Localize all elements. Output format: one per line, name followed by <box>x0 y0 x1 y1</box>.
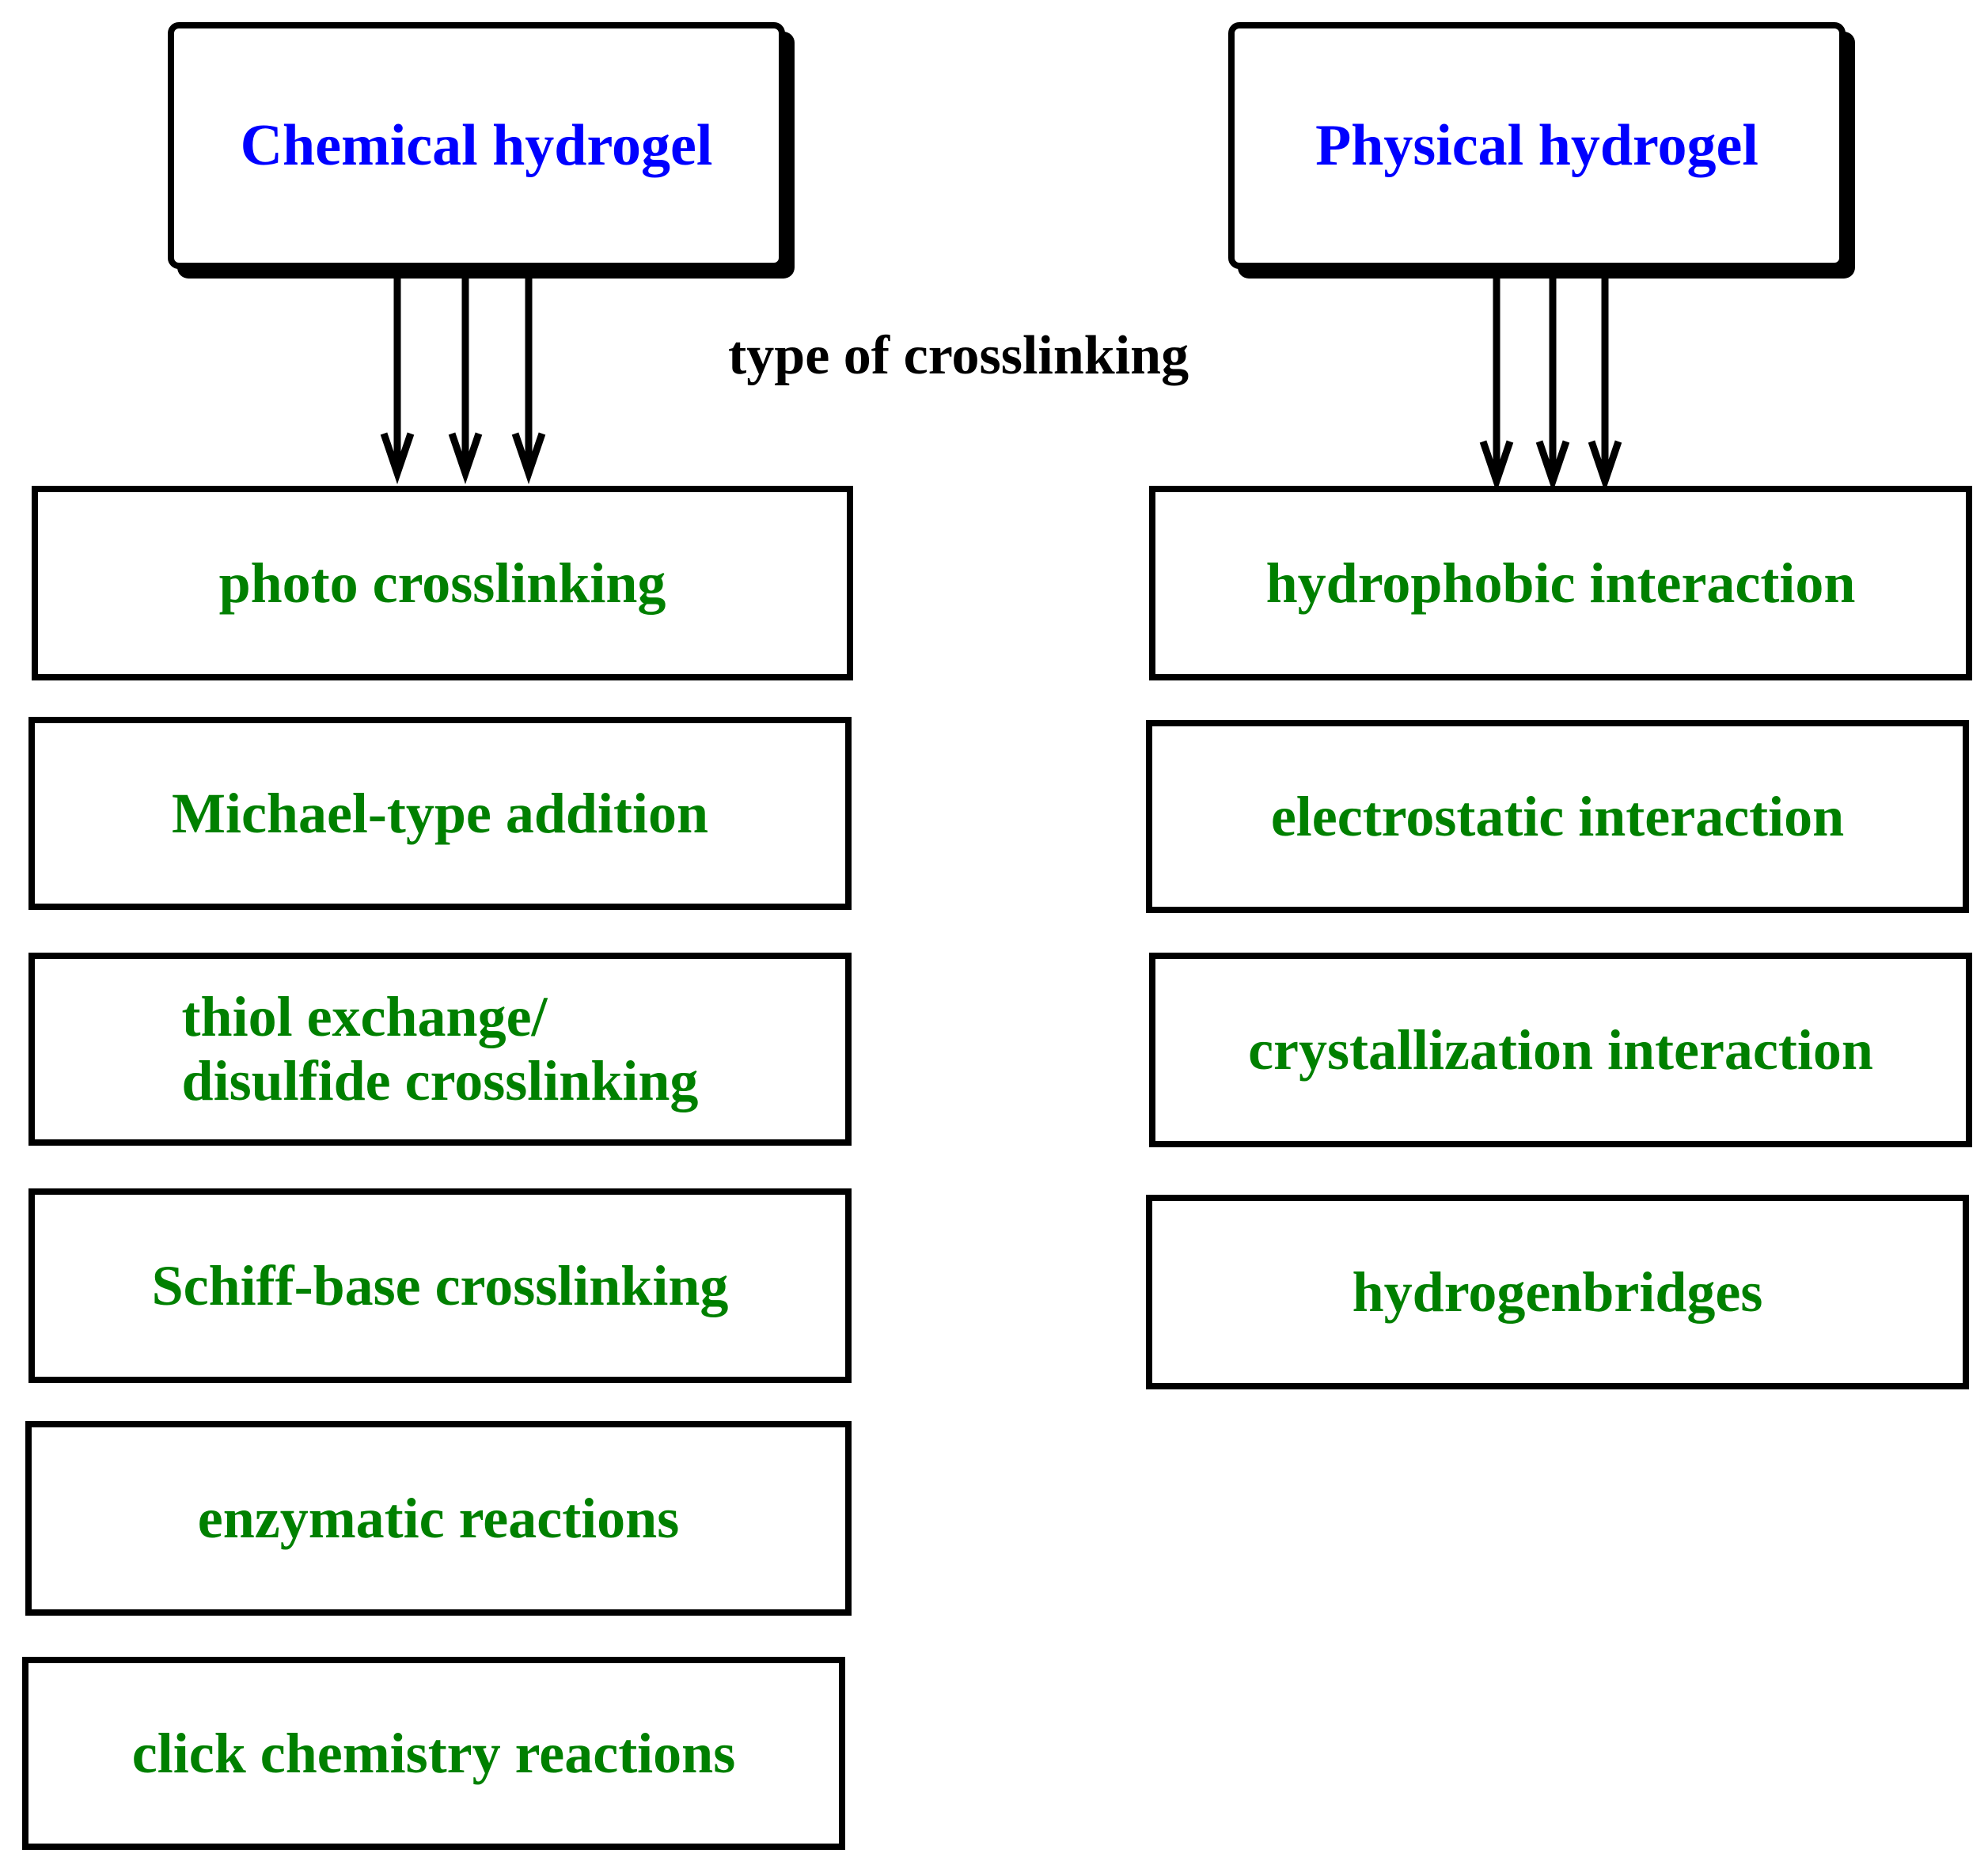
chemical-item-schiff-base-crosslinking: Schiff-base crosslinking <box>28 1188 852 1383</box>
chemical-arrowhead-1 <box>380 432 415 484</box>
chemical-item-photo-crosslinking: photo crosslinking <box>32 486 853 680</box>
physical-item-label: electrostatic interaction <box>1270 784 1845 848</box>
chemical-item-label: Schiff-base crosslinking <box>151 1253 729 1317</box>
physical-item-label: hydrogenbridges <box>1352 1260 1763 1324</box>
chemical-item-click-chemistry-reactions: click chemistry reactions <box>22 1657 845 1850</box>
crosslinking-type-label: type of crosslinking <box>728 325 1189 386</box>
physical-item-hydrogenbridges: hydrogenbridges <box>1146 1195 1969 1389</box>
physical-arrowhead-1 <box>1479 440 1514 492</box>
chemical-item-label: Michael-type addition <box>172 781 708 845</box>
chemical-item-label: thiol exchange/ disulfide crosslinking <box>181 985 699 1112</box>
physical-item-hydrophobic-interaction: hydrophobic interaction <box>1149 486 1972 680</box>
physical-arrowhead-3 <box>1588 440 1622 492</box>
chemical-hydrogel-title: Chemical hydrogel <box>240 112 713 178</box>
chemical-arrows <box>380 279 546 484</box>
physical-hydrogel-box: Physical hydrogel <box>1228 22 1846 269</box>
chemical-item-label: enzymatic reactions <box>197 1486 680 1550</box>
physical-item-label: hydrophobic interaction <box>1265 551 1856 615</box>
physical-arrowhead-2 <box>1535 440 1570 492</box>
physical-item-label: crystallization interaction <box>1248 1018 1873 1082</box>
chemical-item-label: click chemistry reactions <box>131 1721 736 1785</box>
physical-item-crystallization-interaction: crystallization interaction <box>1149 953 1972 1147</box>
chemical-item-label: photo crosslinking <box>218 551 666 615</box>
chemical-item-enzymatic-reactions: enzymatic reactions <box>25 1421 852 1616</box>
physical-hydrogel-title: Physical hydrogel <box>1315 112 1758 178</box>
physical-item-electrostatic-interaction: electrostatic interaction <box>1146 720 1969 913</box>
chemical-arrowhead-3 <box>511 432 546 484</box>
chemical-item-michael-type-addition: Michael-type addition <box>28 717 852 910</box>
physical-arrows <box>1479 279 1622 492</box>
chemical-item-thiol-exchange: thiol exchange/ disulfide crosslinking <box>28 953 852 1146</box>
chemical-hydrogel-box: Chemical hydrogel <box>168 22 785 269</box>
chemical-arrowhead-2 <box>448 432 483 484</box>
